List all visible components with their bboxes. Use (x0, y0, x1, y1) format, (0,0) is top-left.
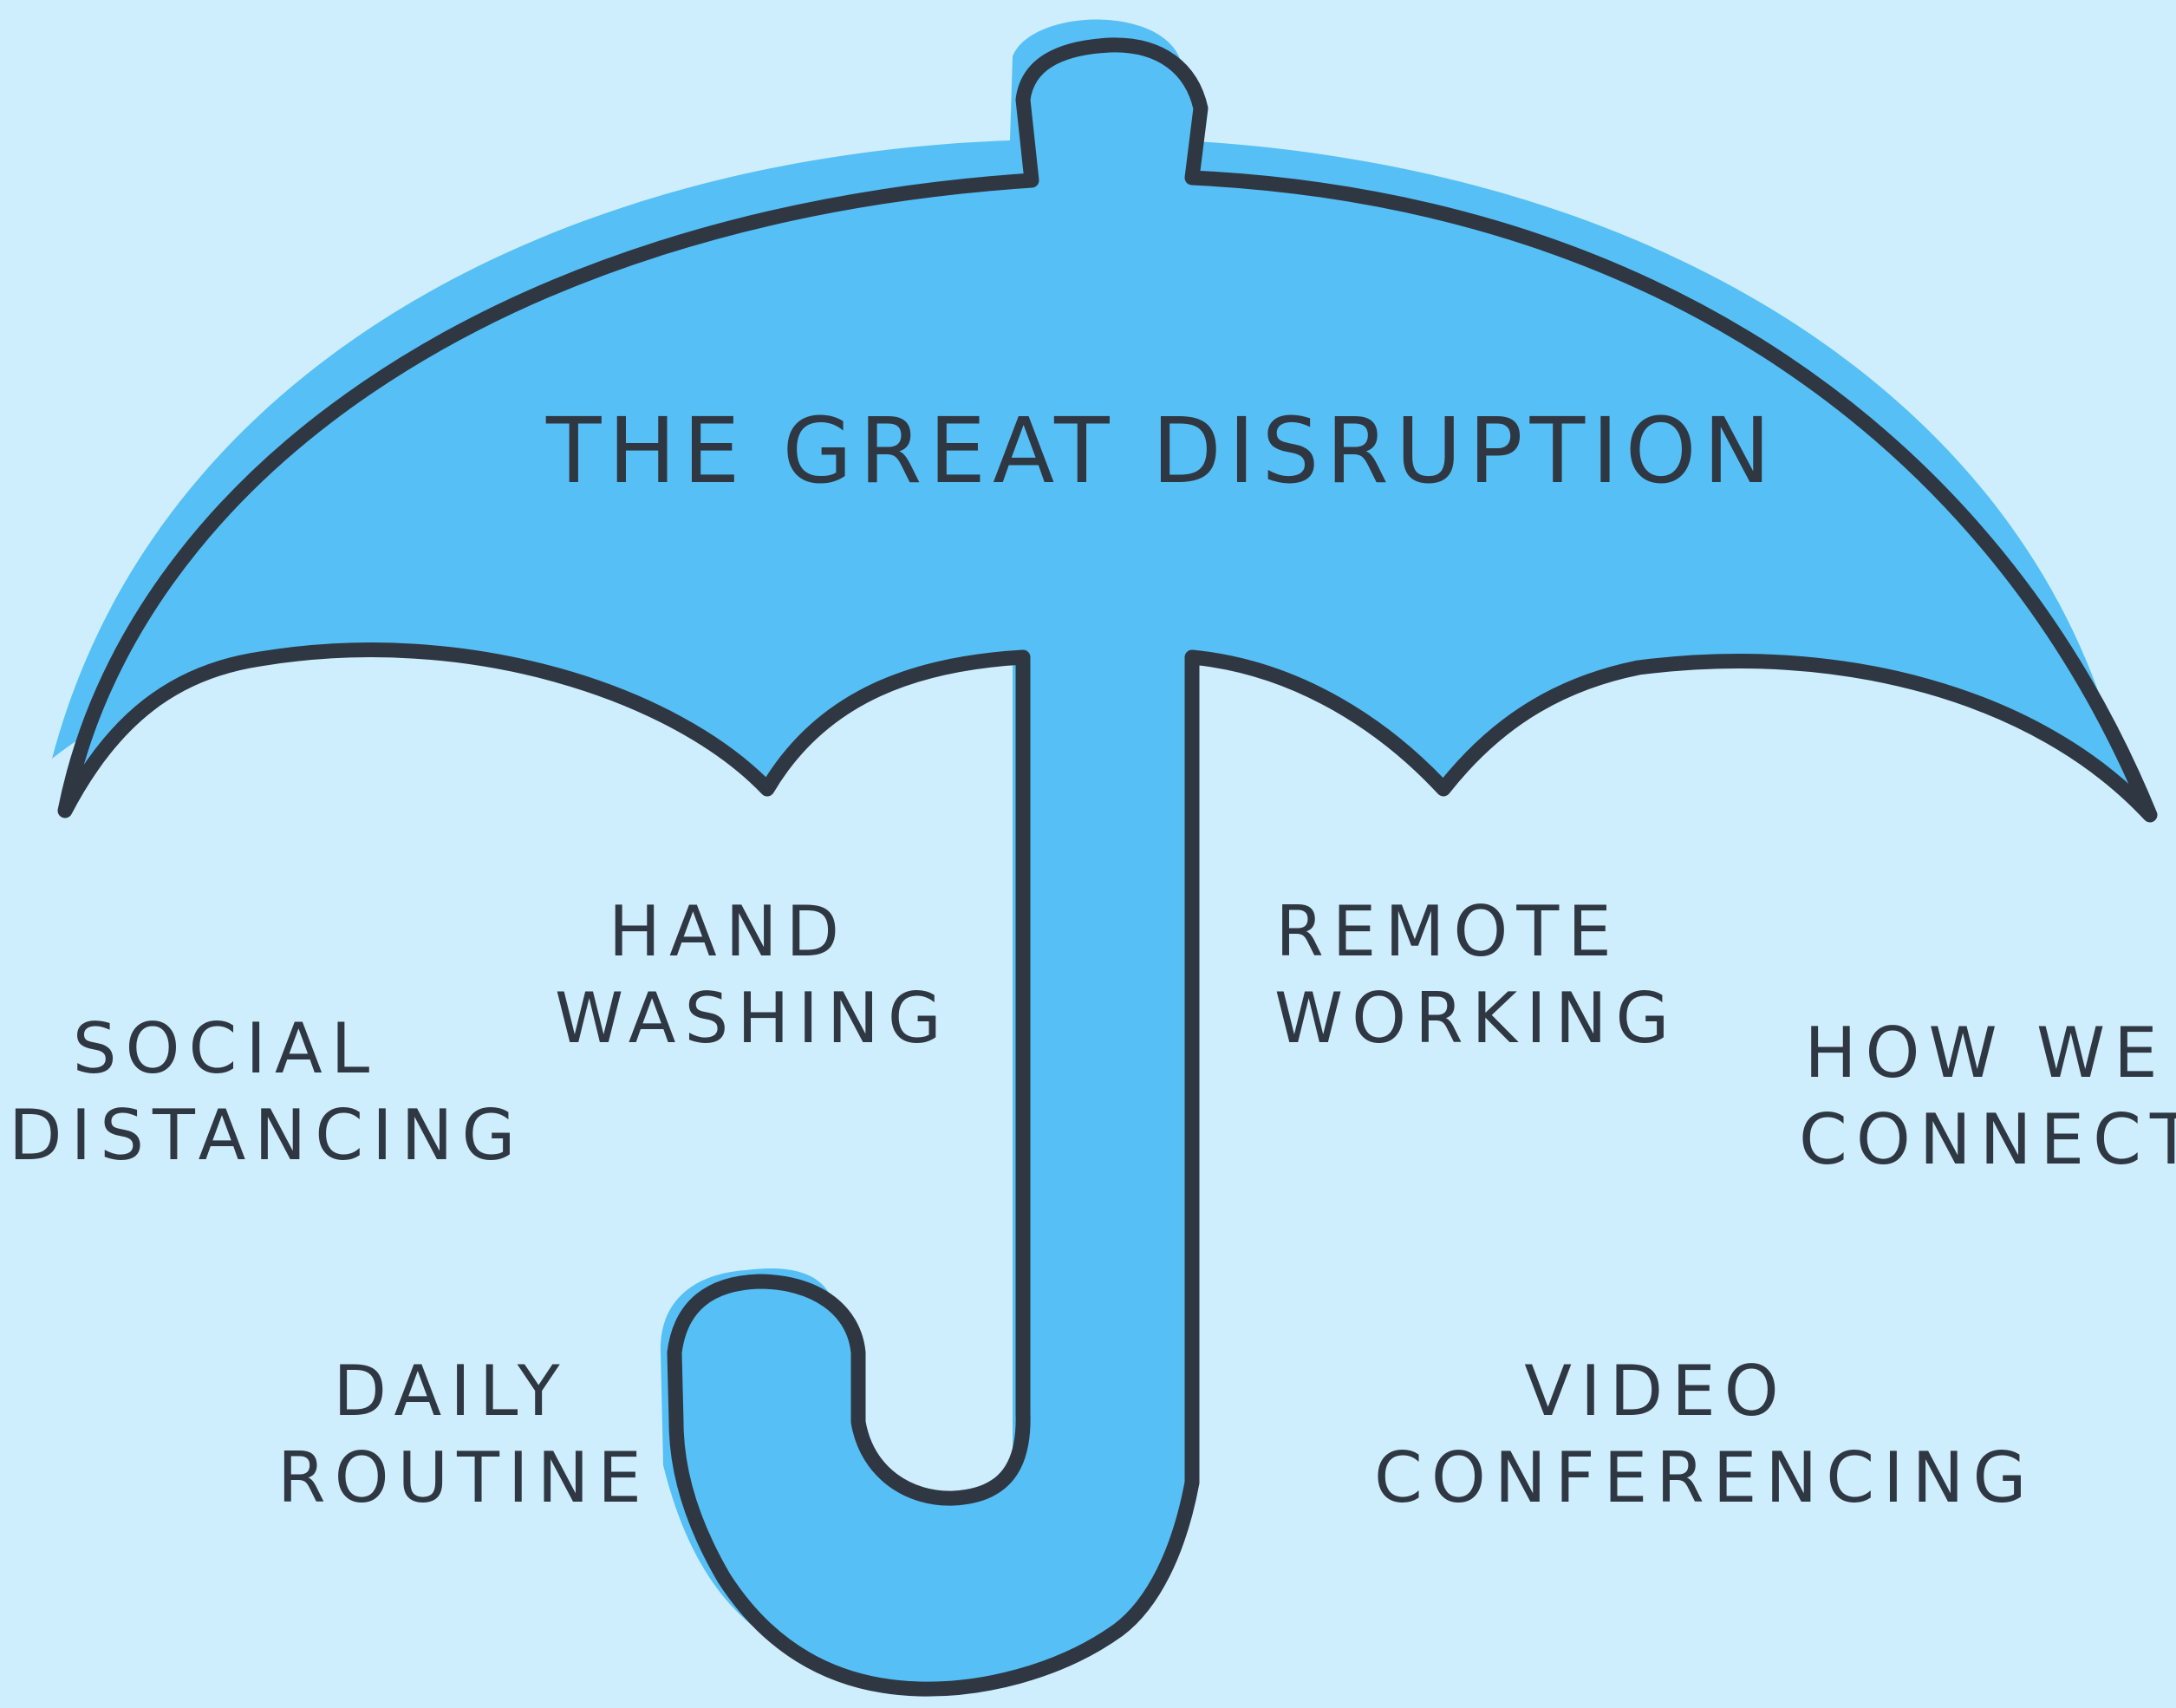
label-hand-line-1: HAND (608, 891, 849, 972)
umbrella-canopy (57, 37, 2158, 1697)
label-daily-line-1: DAILY (333, 1351, 569, 1431)
label-hand-line-2: WASHING (555, 978, 950, 1059)
label-how-we-connect: HOW WE CONNECT (1799, 1010, 2176, 1183)
label-connect-line-2: CONNECT (1799, 1099, 2176, 1180)
label-remote-working: REMOTE WORKING (1274, 889, 1678, 1062)
label-hand-washing: HAND WASHING (555, 889, 950, 1062)
label-daily-routine: DAILY ROUTINE (277, 1348, 650, 1522)
label-social-line-2: DISTANCING (9, 1095, 524, 1176)
label-social-distancing: SOCIAL DISTANCING (9, 1006, 524, 1179)
label-connect-line-1: HOW WE (1804, 1013, 2166, 1093)
label-video-line-1: VIDEO (1524, 1351, 1788, 1431)
umbrella-main (57, 37, 2158, 1697)
label-video-conferencing: VIDEO CONFERENCING (1374, 1348, 2036, 1522)
label-social-line-1: SOCIAL (72, 1008, 379, 1089)
label-remote-line-2: WORKING (1274, 978, 1678, 1059)
label-daily-line-2: ROUTINE (277, 1437, 650, 1518)
diagram-title: THE GREAT DISRUPTION (546, 398, 1778, 504)
label-video-line-2: CONFERENCING (1374, 1437, 2036, 1518)
label-remote-line-1: REMOTE (1275, 891, 1620, 972)
